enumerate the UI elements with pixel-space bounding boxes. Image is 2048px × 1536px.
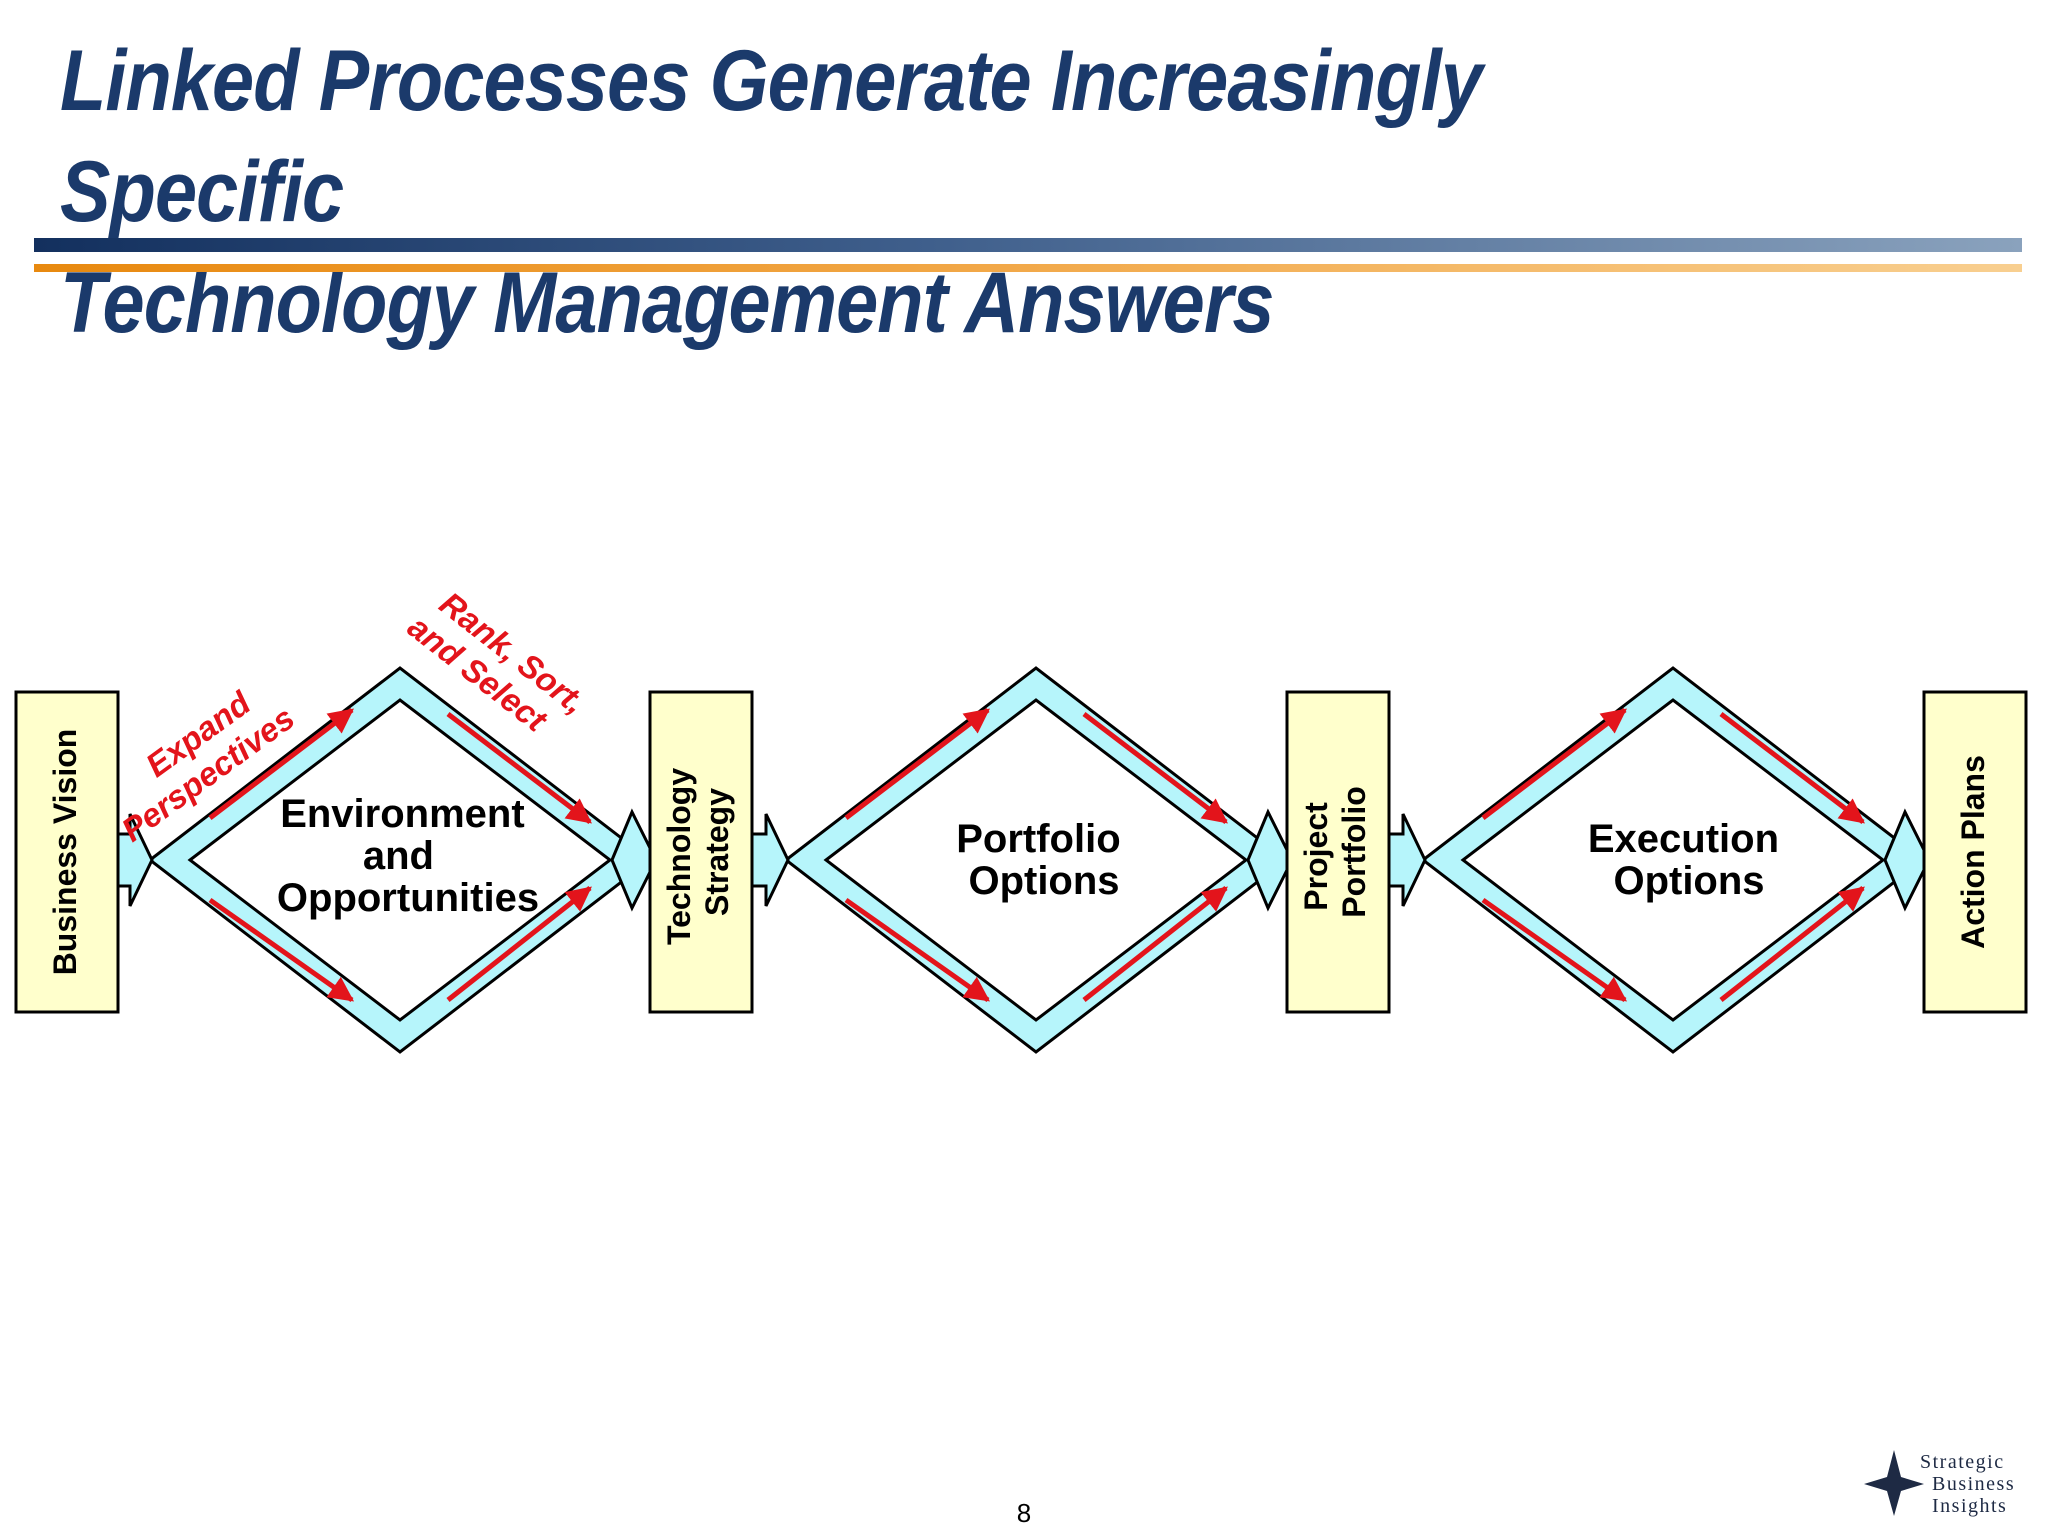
stage-technology-strategy: Technology Strategy [648, 690, 754, 1014]
star-icon [1864, 1450, 1924, 1516]
diamond-3-line-2: Options [1613, 859, 1764, 903]
svg-text:Execution Options: Execution Options [1588, 817, 1790, 903]
stage-4-label: Action Plans [1955, 755, 1991, 949]
stage-3-line-2: Portfolio [1336, 786, 1372, 918]
diamond-1-line-1: Environment [280, 792, 524, 836]
svg-text:Portfolio Options: Portfolio Options [956, 817, 1132, 903]
chevron-out-3 [1883, 808, 1931, 912]
stage-2-line-1: Technology [661, 768, 697, 945]
stage-business-vision: Business Vision [14, 690, 120, 1014]
red-arrow-d1-up-right [446, 886, 592, 1002]
diamond-execution-options: Execution Options [1420, 666, 1926, 1054]
annotation-expand-perspectives: Expand Perspectives [92, 668, 301, 849]
page-number: 8 [1016, 1498, 1032, 1528]
stage-2-line-2: Strategy [699, 788, 735, 916]
svg-text:Action Plans: Action Plans [1955, 755, 1991, 949]
diamond-1-line-3: Opportunities [277, 876, 539, 920]
chevron-out-2 [1246, 808, 1294, 912]
stage-project-portfolio: Project Portfolio [1285, 690, 1391, 1014]
logo-line-3: Insights [1932, 1495, 2007, 1517]
stage-action-plans: Action Plans [1922, 690, 2028, 1014]
chevron-in-2 [746, 813, 790, 907]
red-arrow-d1-down-left [208, 897, 355, 1003]
red-flow-arrows [208, 708, 1865, 1003]
red-arrow-d1-down-right [446, 712, 592, 824]
stage-3-line-1: Project [1298, 802, 1334, 911]
flow-chevrons [110, 808, 1931, 912]
svg-text:Environment and Op: Environment and Opportunities [277, 792, 539, 920]
red-arrow-d3-up [1481, 708, 1627, 820]
svg-text:Project Portfolio: Project Portfolio [1298, 786, 1372, 918]
red-arrow-d2-down-right [1082, 712, 1228, 824]
diamond-2-line-2: Options [968, 859, 1119, 903]
diamond-3-line-1: Execution [1588, 817, 1779, 861]
red-arrow-d1-up [208, 708, 354, 820]
svg-text:Technology Strategy: Technology Strategy [661, 759, 735, 945]
red-arrow-d2-up [844, 708, 990, 820]
diamond-portfolio-options: Portfolio Options [783, 666, 1289, 1054]
diamond-2-line-1: Portfolio [956, 817, 1120, 861]
logo-line-1: Strategic [1920, 1451, 2005, 1473]
red-arrow-d3-down-right [1719, 712, 1865, 824]
diamond-1-line-2: and [363, 834, 434, 878]
diamond-environment-opportunities: Environment and Opportunities [147, 666, 653, 1054]
chevron-in-3 [1383, 813, 1427, 907]
annotation-rank-sort-select: Rank, Sort, and Select [401, 578, 600, 757]
company-logo: Strategic Business Insights [1864, 1450, 2015, 1517]
red-arrow-d3-down-left [1481, 897, 1628, 1003]
logo-line-2: Business [1932, 1473, 2015, 1495]
title-rule-blue [34, 238, 2022, 252]
slide-title: Linked Processes Generate Increasingly S… [60, 33, 1483, 351]
svg-text:Rank, Sort, and Select: Rank, Sort, and Select [401, 578, 600, 757]
red-arrow-d2-down-left [844, 897, 991, 1003]
stage-1-label: Business Vision [47, 729, 83, 976]
red-arrow-d3-up-right [1719, 886, 1865, 1002]
title-rule-orange [34, 264, 2022, 272]
red-arrow-d2-up-right [1082, 886, 1228, 1002]
svg-text:Expand Perspectives: Expand Perspectives [92, 668, 301, 848]
svg-text:Business Vision: Business Vision [47, 729, 83, 976]
